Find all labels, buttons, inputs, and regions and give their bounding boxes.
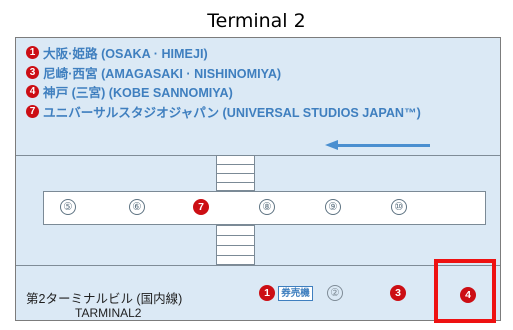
- left-arrow-icon: [336, 144, 430, 147]
- lower-stairs: [216, 225, 255, 265]
- track-number: ⑨: [325, 199, 341, 215]
- gate-number: ②: [327, 285, 343, 301]
- stair-step: [217, 164, 254, 165]
- stair-step: [217, 182, 254, 183]
- gate-number-highlighted: 4: [460, 287, 476, 303]
- track-number: ⑤: [60, 199, 76, 215]
- route-label: 尼崎·西宮 (AMAGASAKI · NISHINOMIYA): [43, 66, 282, 81]
- route-label: 大阪·姫路 (OSAKA · HIMEJI): [43, 47, 208, 62]
- stair-step: [217, 255, 254, 256]
- route-item: 1 大阪·姫路 (OSAKA · HIMEJI): [26, 43, 421, 63]
- map-caption: Terminal 2: [207, 10, 306, 32]
- ticket-machine-label: 券売機: [278, 286, 313, 301]
- route-label: ユニバーサルスタジオジャパン (UNIVERSAL STUDIOS JAPAN™…: [43, 105, 421, 120]
- stair-step: [217, 173, 254, 174]
- route-number-badge: 4: [26, 85, 39, 99]
- route-number-badge: 1: [26, 46, 39, 60]
- route-number-badge: 3: [26, 65, 39, 79]
- terminal-map: 1 大阪·姫路 (OSAKA · HIMEJI) 3 尼崎·西宮 (AMAGAS…: [15, 37, 501, 321]
- track-number: ⑥: [129, 199, 145, 215]
- gate-number: 1: [259, 285, 275, 301]
- divider-line: [16, 265, 500, 266]
- stair-step: [217, 245, 254, 246]
- route-item: 3 尼崎·西宮 (AMAGASAKI · NISHINOMIYA): [26, 63, 421, 83]
- route-number-badge: 7: [26, 104, 39, 118]
- track-number: 7: [193, 199, 209, 215]
- route-legend: 1 大阪·姫路 (OSAKA · HIMEJI) 3 尼崎·西宮 (AMAGAS…: [26, 43, 421, 121]
- upper-stairs: [216, 155, 255, 191]
- arrow-head-icon: [325, 140, 338, 150]
- route-item: 7 ユニバーサルスタジオジャパン (UNIVERSAL STUDIOS JAPA…: [26, 102, 421, 122]
- building-name: 第2ターミナルビル (国内線): [26, 292, 183, 306]
- track-number: ⑩: [391, 199, 407, 215]
- highlight-box: [434, 259, 496, 323]
- divider-line: [16, 155, 500, 156]
- building-name-en: TARMINAL2: [75, 306, 142, 320]
- gate-number: 3: [390, 285, 406, 301]
- stair-step: [217, 235, 254, 236]
- route-item: 4 神戸 (三宮) (KOBE SANNOMIYA): [26, 82, 421, 102]
- route-label: 神戸 (三宮) (KOBE SANNOMIYA): [43, 86, 233, 101]
- track-number: ⑧: [259, 199, 275, 215]
